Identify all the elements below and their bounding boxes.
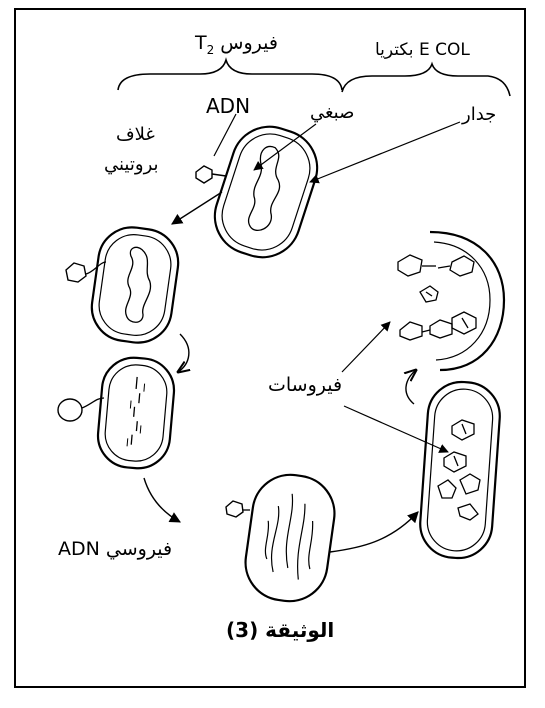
phage-empty-2 <box>58 398 104 421</box>
adn-label: ADN <box>206 96 250 116</box>
document-caption: الوثيقة (3) <box>226 620 334 640</box>
viral-adn-arabic: فيروسي <box>106 538 172 560</box>
protein-coat-label-line1: غلاف <box>116 126 155 144</box>
phage-empty-1 <box>66 262 106 282</box>
viruses-label: فيروسات <box>268 376 342 395</box>
bacterium-viral-dna <box>241 470 340 606</box>
new-virus-particles <box>438 420 480 520</box>
virus-title-label: فيروس T2 <box>195 34 278 56</box>
bacterium-new-viruses <box>418 380 502 561</box>
released-viruses <box>398 255 476 340</box>
viral-adn-label: ADN فيروسي <box>58 540 172 559</box>
chromosome-label: صبغي <box>310 104 354 122</box>
bacteria-brace <box>342 64 510 96</box>
pointer-wall <box>310 122 460 182</box>
arrow-to-replication <box>144 478 180 522</box>
bacterium-injection <box>87 223 182 347</box>
pointer-viruses-down <box>344 406 448 452</box>
pointer-adn <box>214 114 236 156</box>
bacterium-dna-degraded <box>95 355 176 471</box>
wall-label: جدار <box>462 106 496 124</box>
protein-coat-label-line2: بروتيني <box>104 156 159 174</box>
phage-attached <box>196 166 226 183</box>
arrow-injection-to-degradation <box>178 334 189 372</box>
arrow-to-lysis <box>406 370 416 404</box>
bacterium-lysed <box>430 232 504 370</box>
pointer-viruses-up <box>342 322 390 372</box>
bacteria-title-label: بكتريا E COL <box>375 42 470 59</box>
viral-adn-latin: ADN <box>58 538 100 560</box>
virus-brace <box>118 60 342 90</box>
arrow-to-assembly <box>330 512 418 552</box>
phage-empty-3 <box>226 501 250 517</box>
